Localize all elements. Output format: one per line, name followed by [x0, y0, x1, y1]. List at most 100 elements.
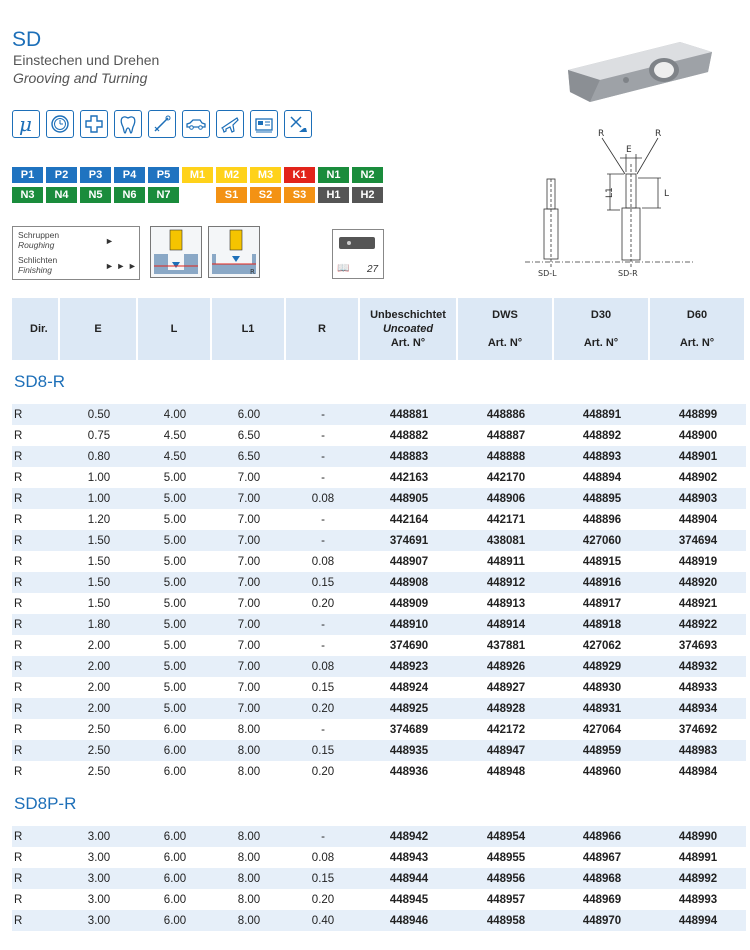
- header-l: L: [138, 298, 212, 360]
- roughing-label: Schruppen Roughing: [18, 230, 59, 250]
- cell-r: 0.40: [286, 910, 360, 931]
- cell-r: 0.20: [286, 761, 360, 782]
- cell-dws: 438081: [458, 530, 554, 551]
- cell-e: 2.00: [60, 656, 138, 677]
- cell-l1: 6.00: [212, 404, 286, 425]
- catalog-page-ref: 27: [367, 264, 379, 275]
- grade-m2: M2: [216, 167, 247, 183]
- holder-icon: [339, 237, 375, 249]
- header-dws-label: DWS: [492, 309, 518, 321]
- cell-d30: 448931: [554, 698, 650, 719]
- header-d30-art: Art. N°: [583, 337, 619, 349]
- cell-dir: R: [12, 614, 60, 635]
- header-d60: D60 Art. N°: [650, 298, 746, 360]
- technical-drawing: R R E L1 L SD-L SD-R: [525, 129, 695, 278]
- cell-uncoated: 448923: [360, 656, 458, 677]
- section-title: SD8P-R: [12, 782, 746, 826]
- insert-product-image: [568, 42, 712, 102]
- cell-d60: 448932: [650, 656, 746, 677]
- cell-l1: 8.00: [212, 740, 286, 761]
- cell-l1: 7.00: [212, 677, 286, 698]
- cell-d60: 448903: [650, 488, 746, 509]
- cell-l: 6.00: [138, 761, 212, 782]
- cell-dir: R: [12, 467, 60, 488]
- drawing-sd-r: SD-R: [618, 269, 638, 278]
- cell-dir: R: [12, 826, 60, 847]
- cell-dir: R: [12, 719, 60, 740]
- cell-l: 6.00: [138, 719, 212, 740]
- section-header-row: SD8-R: [12, 360, 746, 404]
- cell-dir: R: [12, 868, 60, 889]
- cell-dir: R: [12, 509, 60, 530]
- roughing-arrows: ►: [105, 236, 114, 246]
- cell-d60: 448993: [650, 889, 746, 910]
- cell-d60: 448991: [650, 847, 746, 868]
- cell-dir: R: [12, 572, 60, 593]
- cell-d30: 448959: [554, 740, 650, 761]
- cell-dws: 448906: [458, 488, 554, 509]
- cell-e: 2.50: [60, 761, 138, 782]
- cell-l1: 6.50: [212, 425, 286, 446]
- cell-d60: 448919: [650, 551, 746, 572]
- cell-dir: R: [12, 889, 60, 910]
- header-dws-art: Art. N°: [487, 337, 523, 349]
- cell-r: -: [286, 635, 360, 656]
- cell-l1: 8.00: [212, 826, 286, 847]
- cell-dir: R: [12, 488, 60, 509]
- cell-dws: 448958: [458, 910, 554, 931]
- cell-dir: R: [12, 698, 60, 719]
- cell-dws: 448948: [458, 761, 554, 782]
- cell-dws: 437881: [458, 635, 554, 656]
- cell-dws: 448954: [458, 826, 554, 847]
- cell-d30: 448893: [554, 446, 650, 467]
- cell-r: 0.15: [286, 868, 360, 889]
- cell-uncoated: 374690: [360, 635, 458, 656]
- cell-uncoated: 442164: [360, 509, 458, 530]
- cell-dws: 448928: [458, 698, 554, 719]
- cell-d30: 448966: [554, 826, 650, 847]
- cell-l: 5.00: [138, 572, 212, 593]
- subtitle-german: Einstechen und Drehen: [13, 52, 160, 68]
- cell-r: -: [286, 614, 360, 635]
- cell-e: 2.00: [60, 635, 138, 656]
- cell-dir: R: [12, 446, 60, 467]
- cell-dir: R: [12, 551, 60, 572]
- header-dir: Dir.: [12, 298, 60, 360]
- cell-dir: R: [12, 677, 60, 698]
- cell-uncoated: 448909: [360, 593, 458, 614]
- cell-r: 0.08: [286, 656, 360, 677]
- finishing-en: Finishing: [18, 265, 53, 275]
- cell-e: 2.00: [60, 698, 138, 719]
- cell-d60: 448934: [650, 698, 746, 719]
- cell-l: 4.50: [138, 425, 212, 446]
- table-header-row: Dir. E L L1 R Unbeschichtet Uncoated Art…: [12, 298, 746, 360]
- cell-e: 1.00: [60, 488, 138, 509]
- medical-cross-icon: [80, 110, 108, 138]
- cell-d30: 448916: [554, 572, 650, 593]
- cell-d30: 448967: [554, 847, 650, 868]
- grooving-operation-diagram: [150, 226, 202, 278]
- cell-e: 0.50: [60, 404, 138, 425]
- cell-e: 0.80: [60, 446, 138, 467]
- svg-text:R: R: [250, 268, 255, 276]
- cell-l1: 7.00: [212, 698, 286, 719]
- drawing-l: L: [664, 189, 669, 199]
- cell-r: 0.20: [286, 593, 360, 614]
- finishing-label: Schlichten Finishing: [18, 255, 57, 275]
- cell-d60: 448920: [650, 572, 746, 593]
- svg-text:μ: μ: [19, 113, 32, 135]
- cell-e: 3.00: [60, 847, 138, 868]
- cell-r: -: [286, 719, 360, 740]
- cell-e: 1.50: [60, 551, 138, 572]
- turning-operation-diagram: R: [208, 226, 260, 278]
- machine-icon: [250, 110, 278, 138]
- cell-uncoated: 448924: [360, 677, 458, 698]
- subtitle-english: Grooving and Turning: [13, 70, 148, 86]
- cell-d30: 448891: [554, 404, 650, 425]
